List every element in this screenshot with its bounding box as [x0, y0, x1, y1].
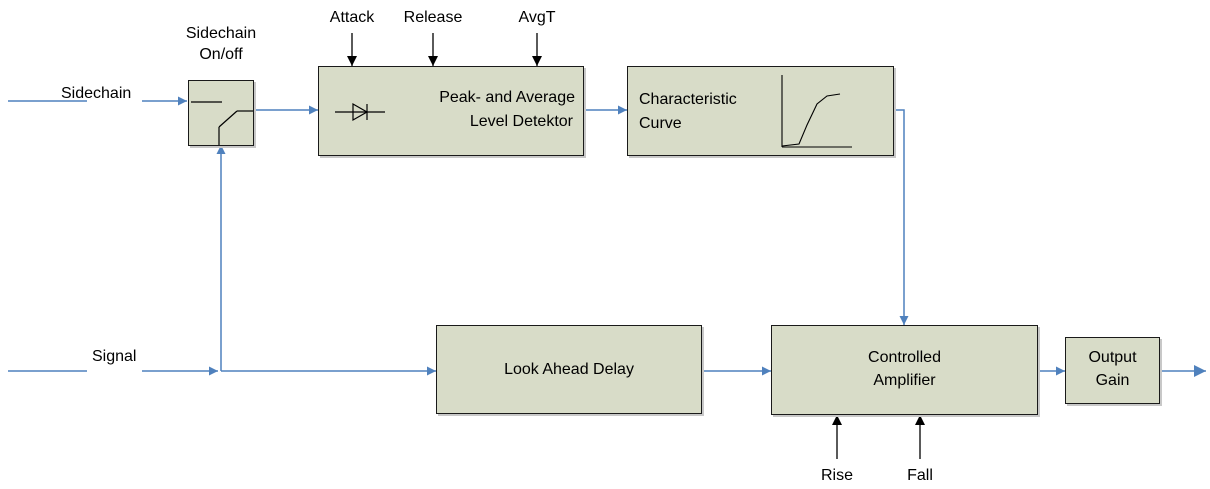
curve-to-amplifier-arrow: [893, 109, 909, 325]
detector-label-line1: Peak- and Average: [439, 89, 575, 106]
controlled-amplifier-block: Controlled Amplifier: [771, 325, 1038, 415]
avgt-label: AvgT: [518, 9, 556, 26]
delay-label: Look Ahead Delay: [504, 361, 634, 378]
signal-input-label: Signal: [92, 348, 137, 365]
level-detector-block: Peak- and Average Level Detektor: [318, 66, 584, 156]
look-ahead-delay-block: Look Ahead Delay: [436, 325, 702, 414]
sidechain-switch-label-line1: Sidechain: [185, 25, 257, 42]
attack-label: Attack: [329, 9, 375, 26]
amplifier-label-line1: Controlled: [868, 349, 941, 366]
curve-label-line2: Curve: [639, 115, 682, 132]
rise-label: Rise: [820, 467, 853, 484]
sidechain-switch-label-line2: On/off: [199, 46, 243, 63]
diode-icon: [335, 102, 385, 122]
output-gain-label-line2: Gain: [1095, 372, 1130, 389]
sidechain-switch-block: [188, 80, 254, 146]
switch-icon: [191, 101, 253, 145]
detector-label-line2: Level Detektor: [469, 113, 573, 130]
characteristic-curve-block: Characteristic Curve: [627, 66, 894, 156]
transfer-curve-icon: [781, 75, 852, 148]
curve-label-line1: Characteristic: [639, 91, 737, 108]
amplifier-label-line2: Amplifier: [873, 372, 936, 389]
output-gain-label-line1: Output: [1088, 349, 1137, 366]
fall-label: Fall: [907, 467, 933, 484]
output-gain-block: Output Gain: [1065, 337, 1160, 404]
sidechain-input-label: Sidechain: [61, 85, 132, 102]
release-label: Release: [403, 9, 463, 26]
